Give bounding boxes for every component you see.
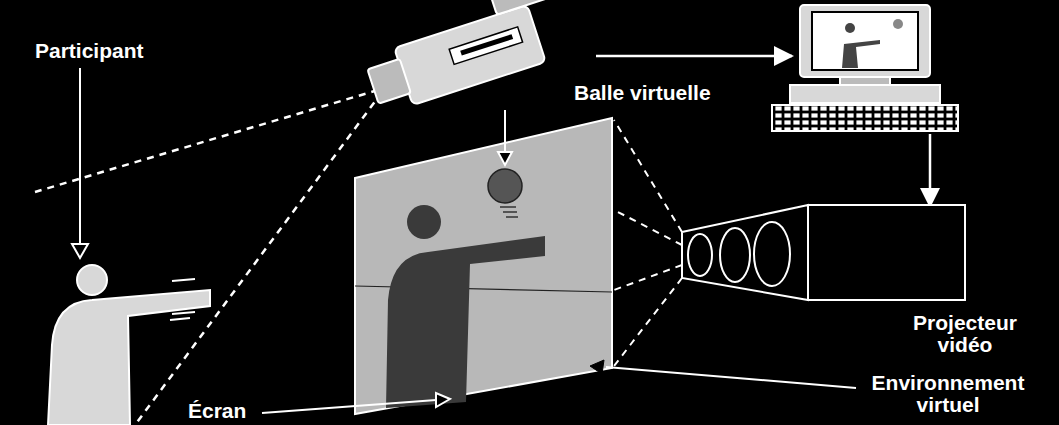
drawing-part <box>172 279 195 281</box>
signal-arrow <box>929 134 932 206</box>
drawing-part <box>842 40 880 68</box>
drawing-part <box>682 205 808 300</box>
projector-label: Projecteur vidéo <box>900 312 1030 356</box>
drawing-part <box>460 34 513 55</box>
drawing-part <box>720 228 750 282</box>
drawing-part <box>500 207 518 217</box>
drawing-part <box>35 90 378 192</box>
drawing-part <box>386 236 545 408</box>
drawing-part <box>79 68 81 244</box>
drawing-part <box>503 211 517 213</box>
participant-leader <box>72 68 88 258</box>
computer <box>772 5 958 131</box>
drawing-part <box>506 216 518 218</box>
signal-arrow <box>596 55 792 58</box>
video-projector <box>682 205 965 300</box>
drawing-part <box>614 278 682 366</box>
projection-lines <box>614 120 682 366</box>
drawing-part <box>407 205 441 239</box>
drawing-part <box>772 105 958 131</box>
screen-label: Écran <box>188 400 246 422</box>
participant-label: Participant <box>35 40 144 62</box>
drawing-part <box>500 206 516 208</box>
drawing-part <box>840 77 890 85</box>
environment-leader <box>606 367 856 388</box>
drawing-part <box>355 118 612 414</box>
drawing-part <box>800 5 930 77</box>
drawing-part <box>504 110 506 152</box>
drawing-part <box>170 318 190 320</box>
drawing-part <box>262 400 436 413</box>
drawing-part <box>808 205 965 300</box>
drawing-part <box>488 169 522 203</box>
drawing-part <box>688 234 712 276</box>
drawing-part <box>790 85 940 103</box>
drawing-part <box>590 360 604 374</box>
drawing-part <box>491 0 556 15</box>
drawing-part <box>845 23 855 33</box>
drawing-part <box>754 222 790 286</box>
drawing-part <box>812 12 918 70</box>
drawing-part <box>367 59 410 104</box>
ball-leader <box>498 110 512 165</box>
drawing-part <box>893 19 903 29</box>
environment-label: Environnement virtuel <box>858 372 1038 416</box>
drawing-part <box>72 244 88 258</box>
drawing-part <box>614 210 682 245</box>
drawing-part <box>77 265 107 295</box>
ball-label: Balle virtuelle <box>574 82 711 104</box>
drawing-part <box>436 393 450 407</box>
video-camera <box>358 0 588 115</box>
projection-screen <box>355 118 612 414</box>
drawing-part <box>449 27 522 64</box>
screen-leader <box>262 393 450 413</box>
drawing-part <box>48 290 210 425</box>
drawing-part <box>394 5 546 105</box>
participant-figure <box>48 265 210 425</box>
drawing-part <box>498 152 512 165</box>
drawing-part <box>172 312 195 314</box>
drawing-part <box>135 92 382 425</box>
camera-view-lines <box>35 90 382 425</box>
drawing-part <box>170 279 195 320</box>
drawing-part <box>614 265 682 290</box>
